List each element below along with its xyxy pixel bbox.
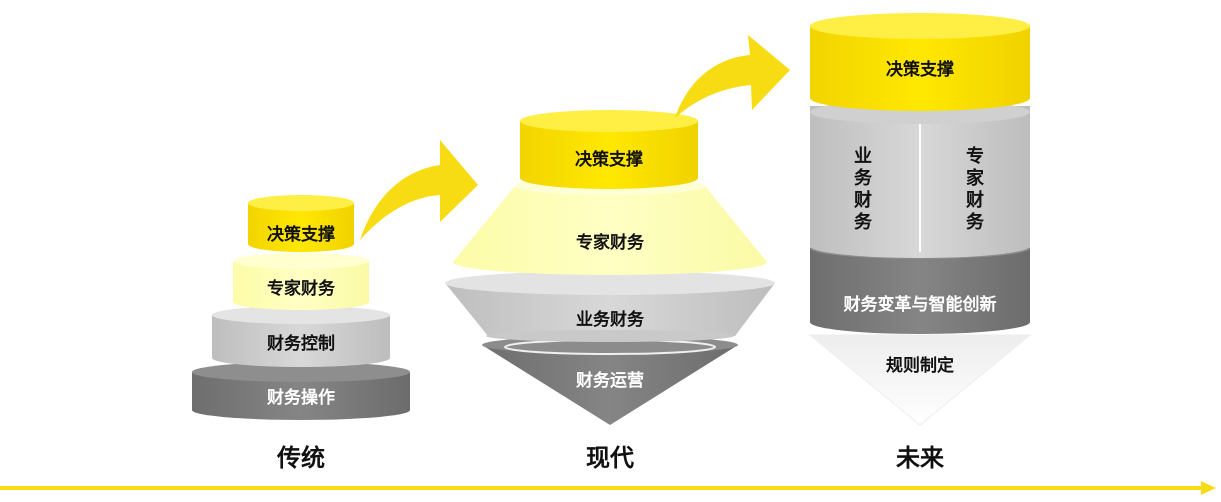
modern-expert-label: 专家财务 <box>576 232 645 253</box>
future-business-finance: 业 务 财 务 <box>854 146 873 233</box>
modern-tier-expert: 专家财务 <box>453 177 767 275</box>
future-expert-char-1: 专 <box>966 145 984 167</box>
era-label-modern: 现代 <box>586 444 634 472</box>
future-expert-char-3: 财 <box>966 189 984 211</box>
future-stack: 规则制定 财务变革与智能创新 业 务 财 务 专 家 财 务 <box>808 13 1032 472</box>
future-business-char-1: 业 <box>854 146 872 167</box>
future-expert-char-2: 家 <box>966 167 985 189</box>
future-transform-label: 财务变革与智能创新 <box>843 294 997 315</box>
future-tier-decision: 决策支撑 <box>810 13 1030 111</box>
modern-stack: 财务运营 业务财务 专家财务 决策支撑 现代 <box>445 110 775 472</box>
future-decision-label: 决策支撑 <box>886 59 954 80</box>
trad-decision-label: 决策支撑 <box>267 224 335 245</box>
trad-control-label: 财务控制 <box>266 333 335 354</box>
modern-tier-operation: 财务运营 <box>482 336 738 425</box>
future-tier-split: 业 务 财 务 专 家 财 务 <box>810 100 1030 258</box>
trad-tier-expert: 专家财务 <box>233 253 369 310</box>
future-expert-char-4: 务 <box>966 211 985 233</box>
timeline-arrow <box>0 481 1216 495</box>
modern-business-label: 业务财务 <box>576 309 645 330</box>
future-tier-rules: 规则制定 <box>808 334 1032 426</box>
arrow-right-icon <box>675 35 790 118</box>
trad-tier-control: 财务控制 <box>212 306 390 367</box>
traditional-stack: 财务操作 财务控制 专家财务 决策支撑 传统 <box>192 195 410 472</box>
trad-operation-label: 财务操作 <box>266 387 335 408</box>
future-business-char-2: 务 <box>854 167 873 189</box>
era-label-future: 未来 <box>896 444 945 472</box>
future-business-char-4: 务 <box>854 211 873 233</box>
modern-tier-business: 业务财务 <box>445 271 775 342</box>
future-business-char-3: 财 <box>854 189 872 211</box>
era-label-traditional: 传统 <box>276 444 325 472</box>
arrow-head-icon <box>1201 481 1216 495</box>
future-expert-finance: 专 家 财 务 <box>966 145 985 233</box>
future-rules-label: 规则制定 <box>886 355 954 376</box>
modern-tier-decision: 决策支撑 <box>520 110 698 189</box>
arrow-right-icon <box>360 140 478 240</box>
trad-expert-label: 专家财务 <box>267 278 336 299</box>
trad-tier-operation: 财务操作 <box>192 362 410 420</box>
trad-tier-decision: 决策支撑 <box>248 195 354 252</box>
modern-decision-label: 决策支撑 <box>575 149 643 170</box>
modern-operation-label: 财务运营 <box>575 370 644 391</box>
